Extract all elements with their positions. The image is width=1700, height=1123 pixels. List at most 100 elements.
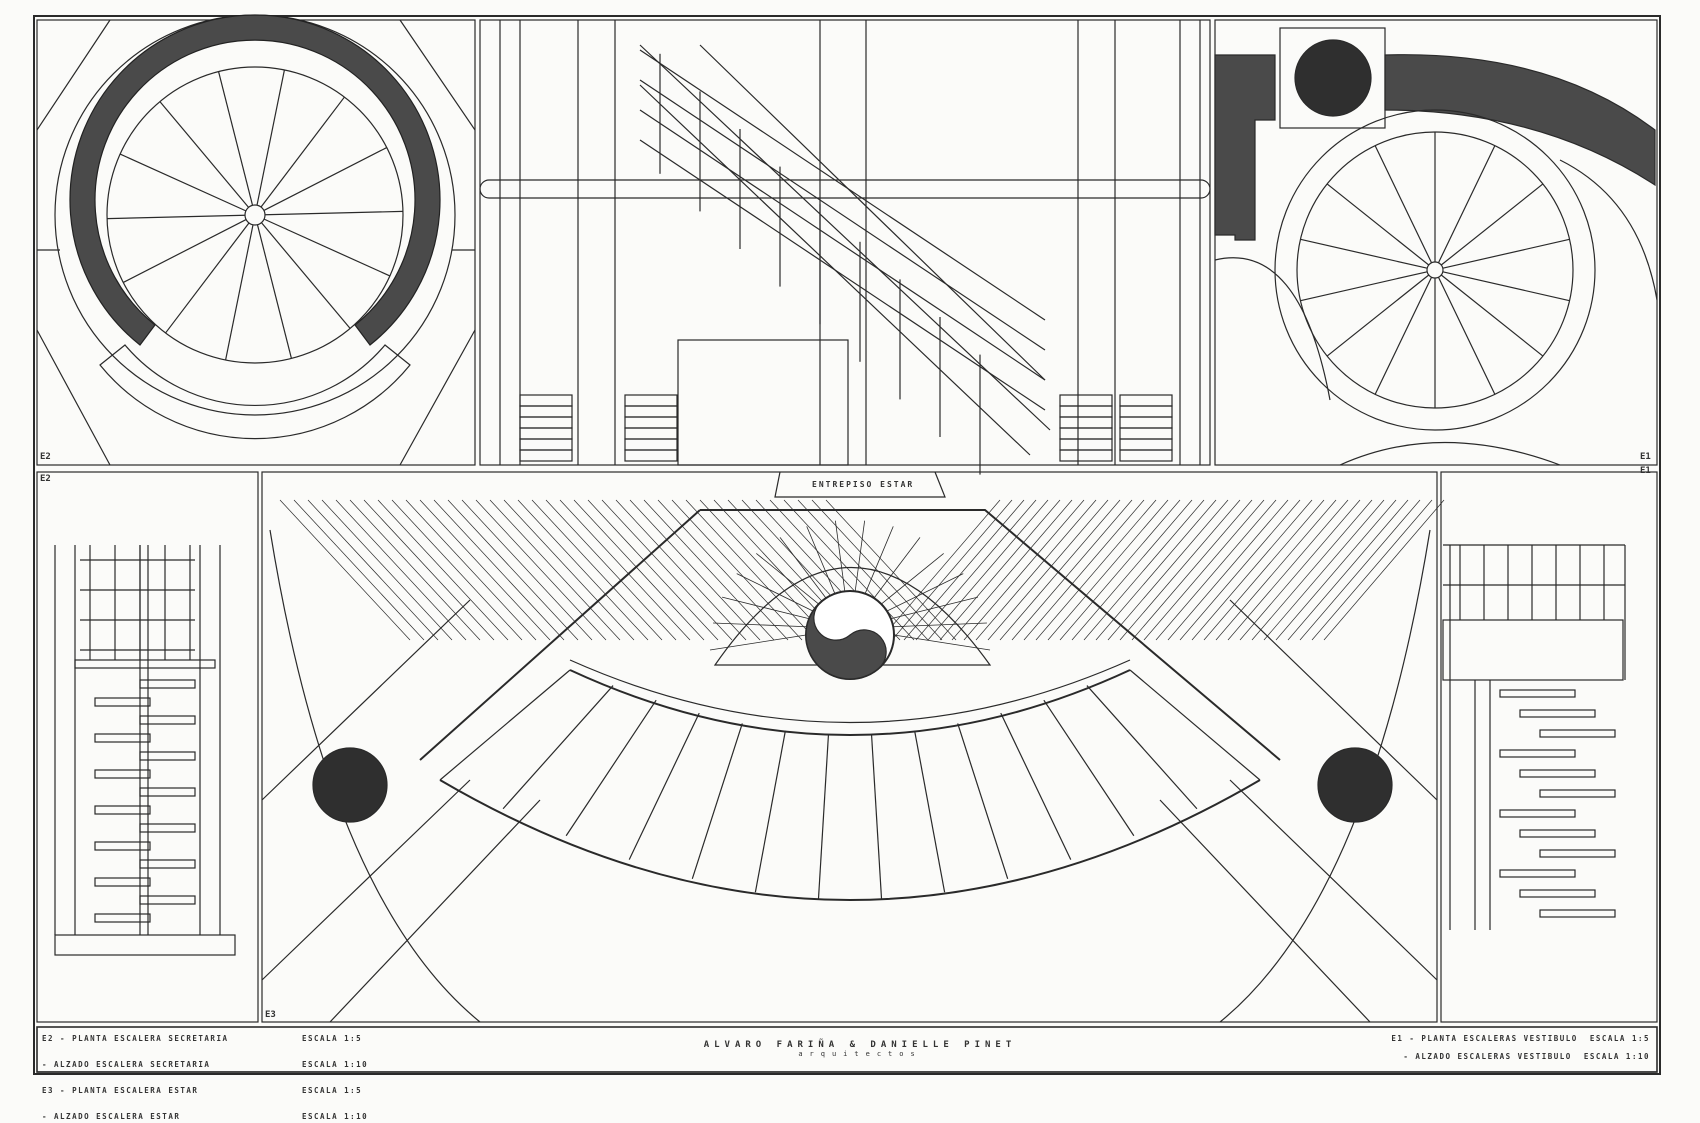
tread	[94, 733, 151, 743]
hatch-line	[321, 499, 453, 641]
stair-plan-e3	[261, 471, 1445, 1023]
tread	[139, 823, 196, 833]
plinth-course	[1119, 427, 1173, 440]
rail	[639, 139, 1046, 411]
posts	[1449, 545, 1626, 930]
tread-line	[256, 69, 285, 206]
hatch-line	[1071, 499, 1193, 641]
hatch-line	[1311, 499, 1433, 641]
tread-line	[119, 153, 247, 212]
tread-line	[1437, 145, 1496, 264]
plinth-course	[624, 405, 678, 418]
shaded-curved-wall	[1384, 54, 1656, 187]
hatch-line	[811, 499, 943, 641]
hatch-line	[545, 499, 677, 641]
fan-tread	[879, 553, 944, 606]
tread	[94, 841, 151, 851]
plinth-course	[1119, 416, 1173, 429]
tread-line	[217, 71, 254, 206]
hatch-line	[1107, 499, 1229, 641]
railing-grid	[80, 545, 195, 660]
fan-tread	[885, 573, 964, 613]
title-line: E1 - PLANTA ESCALERAS VESTIBULO ESCALA 1…	[1391, 1032, 1650, 1045]
title-text: E1 - PLANTA ESCALERAS VESTIBULO	[1391, 1034, 1578, 1043]
hatch-line	[475, 499, 607, 641]
tread	[94, 913, 151, 923]
fan-tread	[893, 634, 991, 651]
stair-treads	[439, 669, 1261, 900]
hatch-line	[1083, 499, 1205, 641]
panel-tag-e2-plan: E2	[40, 452, 51, 462]
stair-outline	[106, 66, 404, 364]
title-scale: ESCALA 1:5	[1589, 1034, 1650, 1043]
doorway	[677, 339, 849, 466]
center-label: ENTREPISO ESTAR	[812, 480, 915, 489]
tread	[1519, 769, 1596, 778]
inner-arc-2	[569, 659, 1131, 724]
tread-line	[159, 101, 250, 208]
panel-tag-e1-plan: E1	[1640, 452, 1651, 462]
hatch-line	[1023, 499, 1145, 641]
hatch-line	[1095, 499, 1217, 641]
stair-elevation-e2	[54, 545, 236, 956]
hatch-line	[927, 499, 1049, 641]
hatch-line	[1215, 499, 1337, 641]
beam	[479, 179, 1211, 199]
hatch-line	[903, 499, 1025, 641]
center-post	[1426, 261, 1444, 279]
hatch-line	[783, 499, 915, 641]
tread	[1539, 789, 1616, 798]
title-scale: ESCALA 1:5	[302, 1086, 363, 1095]
hatch-line	[377, 499, 509, 641]
tread-line	[264, 210, 403, 216]
tread-line	[1129, 669, 1261, 781]
hatch-line	[699, 499, 831, 641]
hatch-line	[1119, 499, 1241, 641]
title-line: E3 - PLANTA ESCALERA ESTAR ESCALA 1:5	[42, 1084, 361, 1097]
outer-ring	[54, 14, 456, 416]
hatch-line	[987, 499, 1109, 641]
architects-credit: ALVARO FARIÑA & DANIELLE PINET arquitect…	[700, 1040, 1020, 1058]
tread-line	[256, 224, 293, 359]
plinth-course	[519, 394, 573, 407]
hatch-line	[1251, 499, 1373, 641]
tread	[139, 895, 196, 905]
tread-line	[439, 669, 571, 781]
hatch-line	[1059, 499, 1181, 641]
architectural-drawing-sheet	[33, 14, 1661, 1075]
hatch-line	[279, 499, 411, 641]
tread-line	[1086, 685, 1198, 810]
treads	[94, 679, 196, 923]
tread-line	[1440, 183, 1544, 266]
hatch-line	[825, 499, 957, 641]
tread	[139, 787, 196, 797]
sheet-border	[33, 15, 1661, 1075]
tread-line	[957, 723, 1009, 879]
hatch-line	[335, 499, 467, 641]
plinth-course	[1059, 438, 1113, 451]
tread-line	[122, 219, 247, 283]
spiral-stair-plan-e1	[1214, 27, 1658, 466]
hatch-line	[1131, 499, 1253, 641]
panel-tag-e1-elevation: E1	[1640, 466, 1651, 476]
tread-line	[107, 214, 246, 220]
fan-tread	[736, 573, 815, 613]
yin-yang-dark	[805, 600, 887, 680]
hatch-line	[1275, 499, 1397, 641]
plinth-course	[1059, 416, 1113, 429]
inner-arc	[569, 669, 1131, 736]
tread-line	[914, 730, 946, 893]
title-text: E3 - PLANTA ESCALERA ESTAR	[42, 1086, 199, 1095]
column-left	[312, 747, 388, 823]
handrail-balusters	[639, 49, 1046, 475]
tread-line	[1326, 183, 1430, 266]
fan-tread	[871, 537, 921, 601]
title-line: - ALZADO ESCALERAS VESTIBULO ESCALA 1:10	[1403, 1050, 1650, 1063]
landing	[99, 344, 411, 440]
hatch-line	[1203, 499, 1325, 641]
plinth-course	[1059, 427, 1113, 440]
stair-elevation	[479, 20, 1211, 475]
fan-tread	[713, 622, 807, 628]
